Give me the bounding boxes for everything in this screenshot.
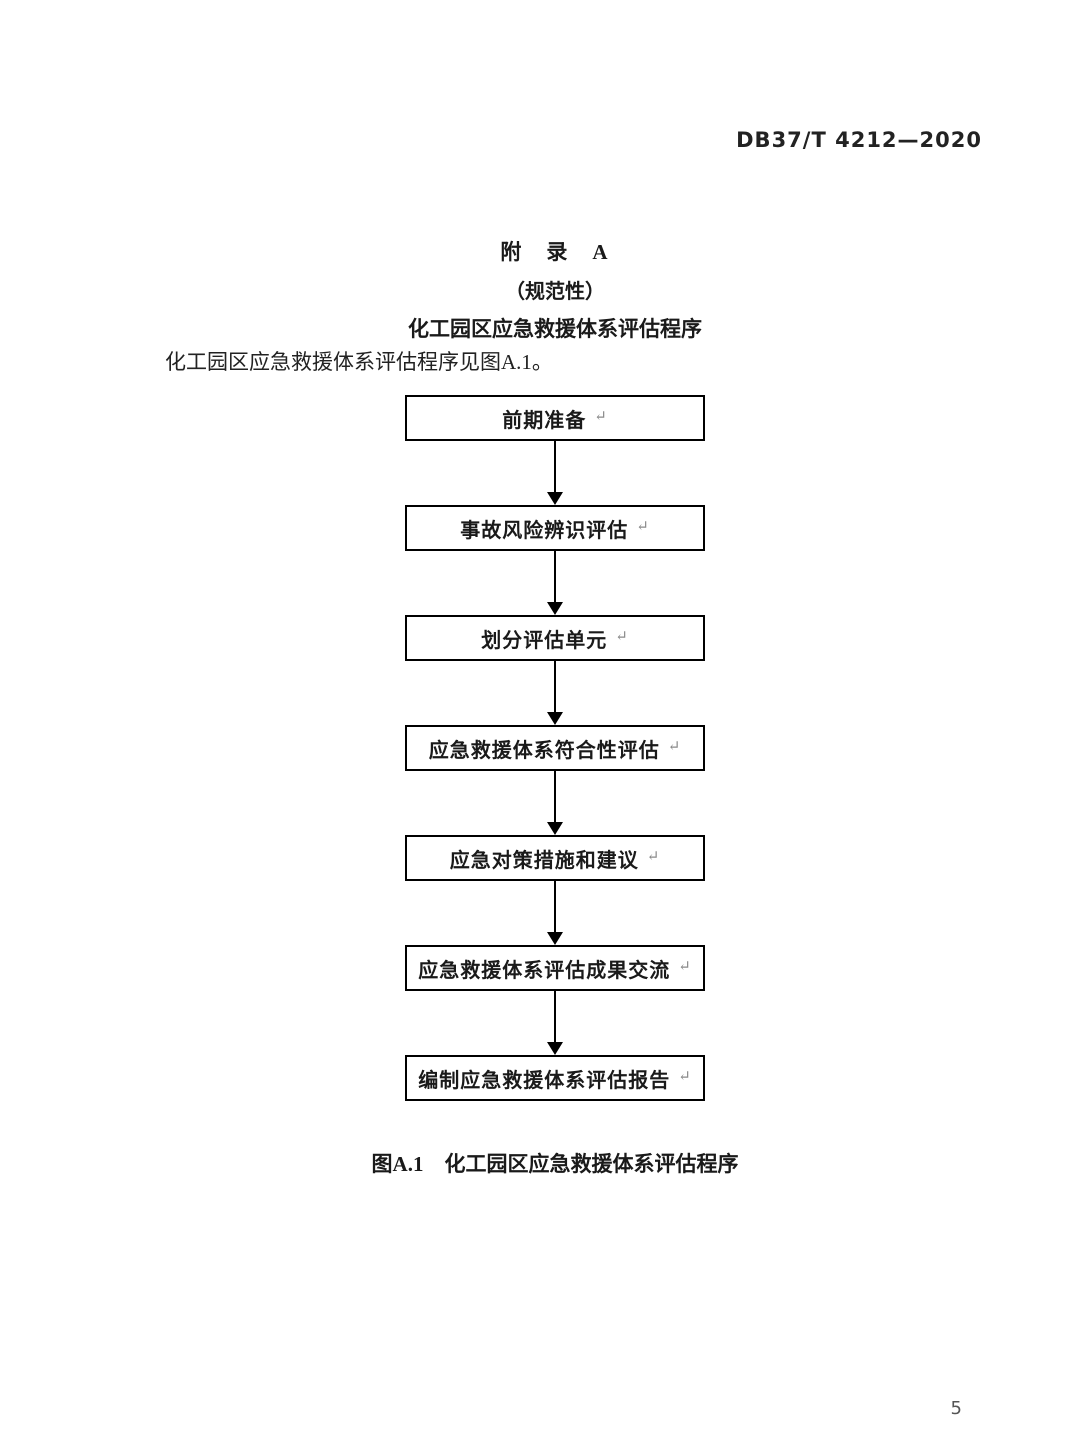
return-mark-icon: ↵ — [636, 518, 650, 535]
arrow-line — [554, 551, 556, 602]
flowchart: 前期准备 ↵ 事故风险辨识评估 ↵ 划分评估单元 ↵ 应急救援体系符合性评估 ↵ — [30, 395, 1080, 1101]
down-arrow — [547, 991, 563, 1055]
return-mark-icon: ↵ — [667, 738, 682, 755]
appendix-title-block: 附 录 A （规范性） 化工园区应急救援体系评估程序 — [30, 236, 1080, 343]
arrow-line — [554, 771, 556, 822]
arrow-head-icon — [547, 492, 563, 505]
arrow-head-icon — [547, 1042, 563, 1055]
flowchart-step-1: 前期准备 ↵ — [405, 395, 705, 441]
arrow-line — [554, 991, 556, 1042]
flowchart-step-4: 应急救援体系符合性评估 ↵ — [405, 725, 705, 771]
flowchart-step-7: 编制应急救援体系评估报告 ↵ — [405, 1055, 705, 1101]
flowchart-step-label: 编制应急救援体系评估报告 — [418, 1069, 671, 1092]
flowchart-step-label: 前期准备 — [502, 409, 587, 432]
down-arrow — [547, 661, 563, 725]
arrow-line — [554, 661, 556, 712]
return-mark-icon: ↵ — [678, 958, 692, 975]
flowchart-step-label: 应急救援体系符合性评估 — [428, 739, 660, 762]
arrow-head-icon — [547, 932, 563, 945]
return-mark-icon: ↵ — [646, 848, 661, 865]
flowchart-step-5: 应急对策措施和建议 ↵ — [405, 835, 705, 881]
page-number: 5 — [950, 1398, 962, 1419]
arrow-head-icon — [547, 712, 563, 725]
down-arrow — [547, 771, 563, 835]
flowchart-step-label: 应急救援体系评估成果交流 — [418, 959, 671, 982]
standard-number-header: DB37/T 4212—2020 — [736, 128, 982, 152]
return-mark-icon: ↵ — [594, 408, 608, 425]
arrow-line — [554, 881, 556, 932]
appendix-subtitle: 化工园区应急救援体系评估程序 — [408, 317, 702, 341]
figure-caption: 图A.1 化工园区应急救援体系评估程序 — [371, 1152, 739, 1176]
flowchart-step-label: 事故风险辨识评估 — [460, 519, 629, 542]
appendix-title: 附 录 A — [500, 240, 610, 264]
down-arrow — [547, 551, 563, 615]
appendix-normative-label: （规范性） — [505, 281, 605, 303]
flowchart-step-label: 划分评估单元 — [481, 629, 608, 652]
down-arrow — [547, 441, 563, 505]
down-arrow — [547, 881, 563, 945]
flowchart-step-label: 应急对策措施和建议 — [449, 849, 639, 872]
flowchart-step-6: 应急救援体系评估成果交流 ↵ — [405, 945, 705, 991]
flowchart-step-2: 事故风险辨识评估 ↵ — [405, 505, 705, 551]
flowchart-step-3: 划分评估单元 ↵ — [405, 615, 705, 661]
return-mark-icon: ↵ — [678, 1068, 692, 1085]
return-mark-icon: ↵ — [615, 628, 629, 645]
arrow-head-icon — [547, 602, 563, 615]
arrow-head-icon — [547, 822, 563, 835]
arrow-line — [554, 441, 556, 492]
intro-paragraph: 化工园区应急救援体系评估程序见图A.1。 — [165, 350, 553, 374]
